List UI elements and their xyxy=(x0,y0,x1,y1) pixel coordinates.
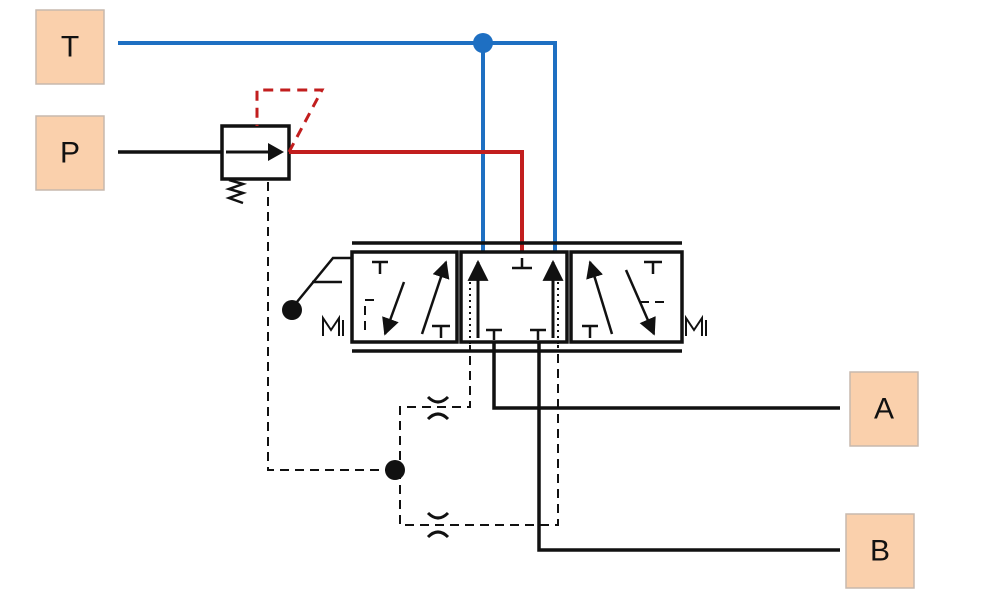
lever-actuator-icon xyxy=(282,256,352,320)
port-t-label: T xyxy=(61,31,79,64)
4-3-directional-valve-icon xyxy=(322,241,707,353)
port-b-label: B xyxy=(870,535,890,568)
pilot-junction-dot xyxy=(385,460,405,480)
spring-icon xyxy=(224,178,248,205)
pilot-network xyxy=(385,345,559,526)
pressure-reducing-valve-icon xyxy=(220,88,325,205)
left-spring-icon xyxy=(322,314,344,336)
tank-junction-dot xyxy=(473,33,493,53)
port-b: B xyxy=(845,513,915,589)
port-p-label: P xyxy=(60,137,80,170)
center-position xyxy=(459,250,569,344)
throttle-valve-icon xyxy=(426,395,450,421)
port-t: T xyxy=(35,9,105,85)
line-a xyxy=(492,342,840,410)
line-b xyxy=(537,342,840,552)
port-a-label: A xyxy=(874,393,894,426)
right-spring-icon xyxy=(685,314,707,336)
tank-line xyxy=(118,33,557,252)
drain-line xyxy=(267,182,395,471)
port-a: A xyxy=(849,371,919,447)
port-p: P xyxy=(35,115,105,191)
throttle-valve-icon xyxy=(426,511,450,539)
reduced-pressure-line xyxy=(289,150,524,252)
